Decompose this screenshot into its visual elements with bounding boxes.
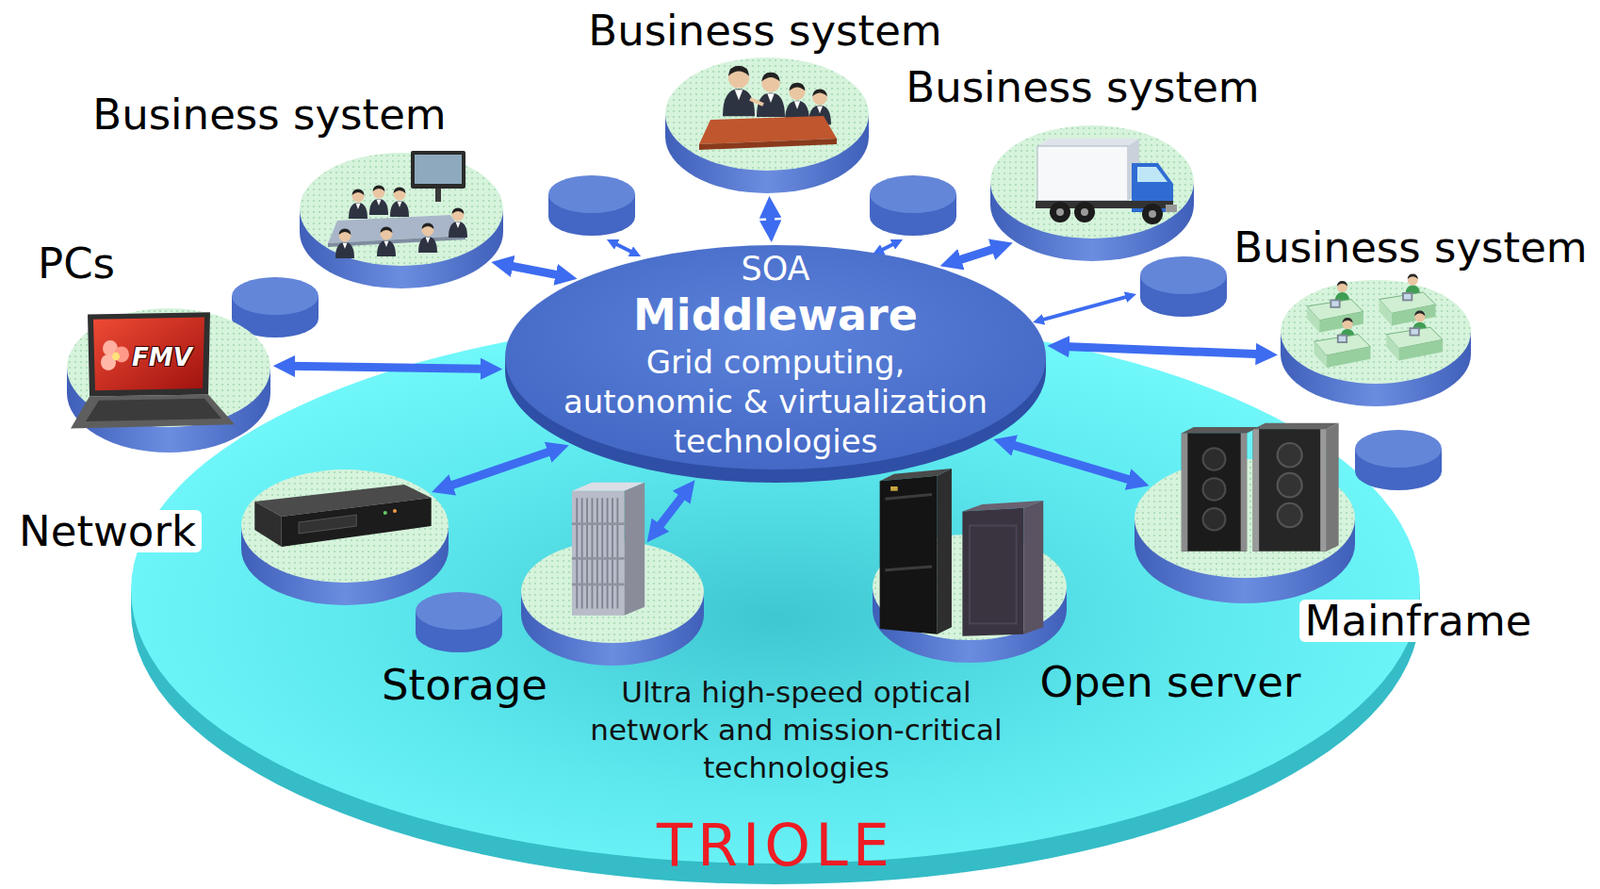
- system-disc-outline: [66, 308, 271, 453]
- system-disc: PCs: [66, 308, 271, 453]
- system-disc-outline: [1134, 458, 1356, 604]
- system-disc-outline-top: [241, 469, 449, 583]
- database-link-arrow: [614, 243, 634, 253]
- system-disc-outline: [241, 469, 449, 605]
- double-arrow: [656, 492, 685, 529]
- disc-label: Storage: [381, 663, 548, 706]
- database-cylinder: [415, 591, 503, 630]
- database-cylinder: [231, 277, 319, 315]
- database-link-arrow: [1041, 295, 1129, 320]
- system-disc: Mainframe: [1134, 458, 1356, 604]
- system-disc-outline: [521, 540, 704, 666]
- platform-caption: Ultra high-speed optical network and mis…: [574, 672, 1018, 787]
- layer-title: Middleware: [633, 291, 918, 340]
- middleware-outline-top: [505, 244, 1046, 470]
- platform-name: TRIOLE: [656, 816, 895, 875]
- platform-ellipse: Ultra high-speed optical network and mis…: [130, 316, 1421, 884]
- disc-label: Business system: [905, 65, 1259, 109]
- disc-label: Mainframe: [1299, 599, 1538, 642]
- system-disc: Business system: [990, 125, 1194, 262]
- system-disc: Storage: [521, 540, 704, 666]
- disc-label: Business system: [587, 9, 942, 52]
- system-disc: Business system: [665, 57, 869, 194]
- double-arrow: [1009, 443, 1134, 481]
- disc-label: Business system: [92, 93, 446, 136]
- layer-description: Grid computing, autonomic & virtualizati…: [559, 342, 992, 461]
- platform-outline-top: [130, 316, 1421, 864]
- system-disc: Network: [241, 469, 449, 605]
- disc-picture: [1306, 273, 1443, 368]
- database-cylinder: [1140, 256, 1227, 294]
- layer-tag: SOA: [740, 250, 810, 288]
- system-disc-outline: [299, 152, 504, 289]
- double-arrow: [447, 450, 554, 487]
- system-disc-outline: [872, 534, 1067, 663]
- system-disc-outline-top: [1280, 279, 1471, 384]
- disc-label: Business system: [1233, 226, 1587, 269]
- database-cylinder: [548, 175, 636, 213]
- system-disc-outline: [665, 57, 869, 194]
- system-disc: Open server: [872, 534, 1067, 663]
- system-disc-outline-top: [990, 125, 1194, 239]
- double-arrow: [289, 365, 486, 369]
- database-link-arrow: [880, 243, 896, 251]
- disc-picture: [70, 311, 235, 428]
- disc-picture: [699, 65, 837, 150]
- double-arrow: [507, 264, 562, 276]
- disc-label: Network: [13, 509, 202, 553]
- disc-picture: [254, 484, 431, 547]
- database-cylinder: [869, 175, 957, 213]
- database-cylinder: [1355, 429, 1442, 468]
- brand-logo: FMV: [131, 344, 193, 370]
- system-disc: Business system: [1280, 279, 1471, 407]
- system-disc-outline: [1280, 279, 1471, 407]
- disc-picture: [1181, 423, 1339, 552]
- layer-text-column: SOAMiddlewareGrid computing, autonomic &…: [505, 250, 1046, 462]
- system-disc: Business system: [299, 152, 504, 289]
- disc-label: PCs: [37, 242, 115, 285]
- double-arrow: [955, 247, 997, 262]
- disc-picture: [880, 468, 1045, 637]
- system-disc-outline: [990, 125, 1194, 262]
- disc-picture: [1035, 138, 1177, 225]
- disc-label: Open server: [1040, 660, 1302, 703]
- middleware-ellipse: SOAMiddlewareGrid computing, autonomic &…: [505, 244, 1046, 483]
- double-arrow: [1063, 345, 1262, 354]
- system-disc-outline-top: [665, 57, 869, 171]
- disc-picture: [327, 150, 468, 259]
- double-arrow: [766, 212, 776, 226]
- disc-picture: [571, 482, 645, 616]
